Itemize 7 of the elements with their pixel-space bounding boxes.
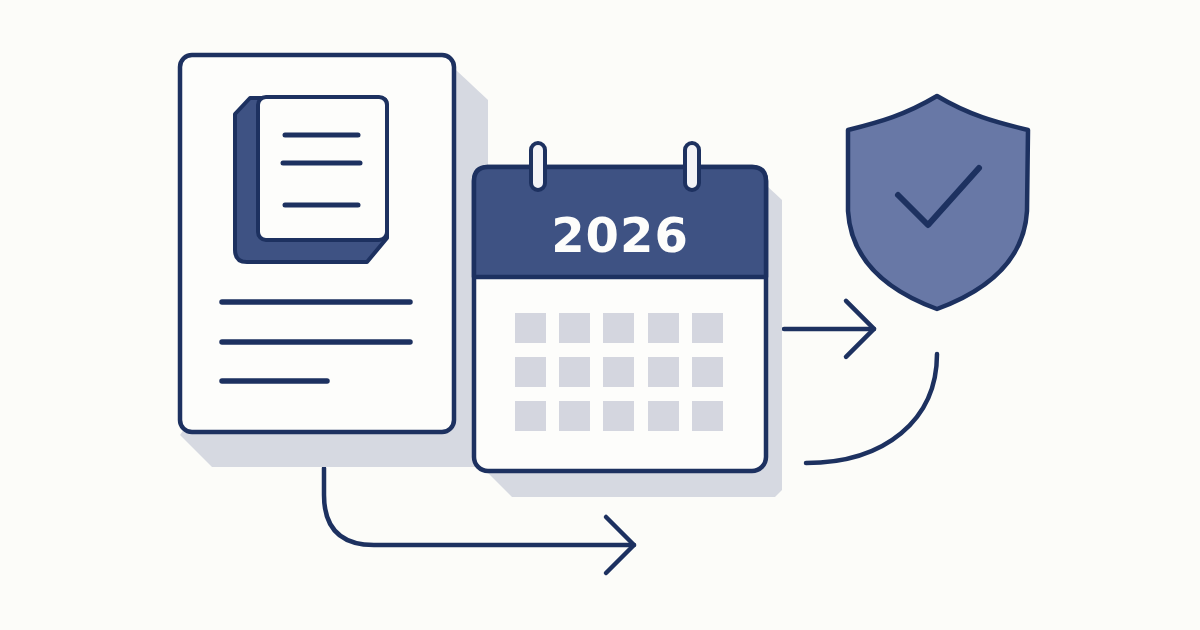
- document-illustration: [178, 52, 490, 468]
- year-label: 2026: [550, 210, 690, 260]
- calendar-illustration: [472, 140, 784, 497]
- shield-check-illustration: [843, 91, 1033, 314]
- arrow: [781, 298, 877, 360]
- curved-connector-line: [803, 351, 940, 466]
- arrow: [321, 465, 637, 576]
